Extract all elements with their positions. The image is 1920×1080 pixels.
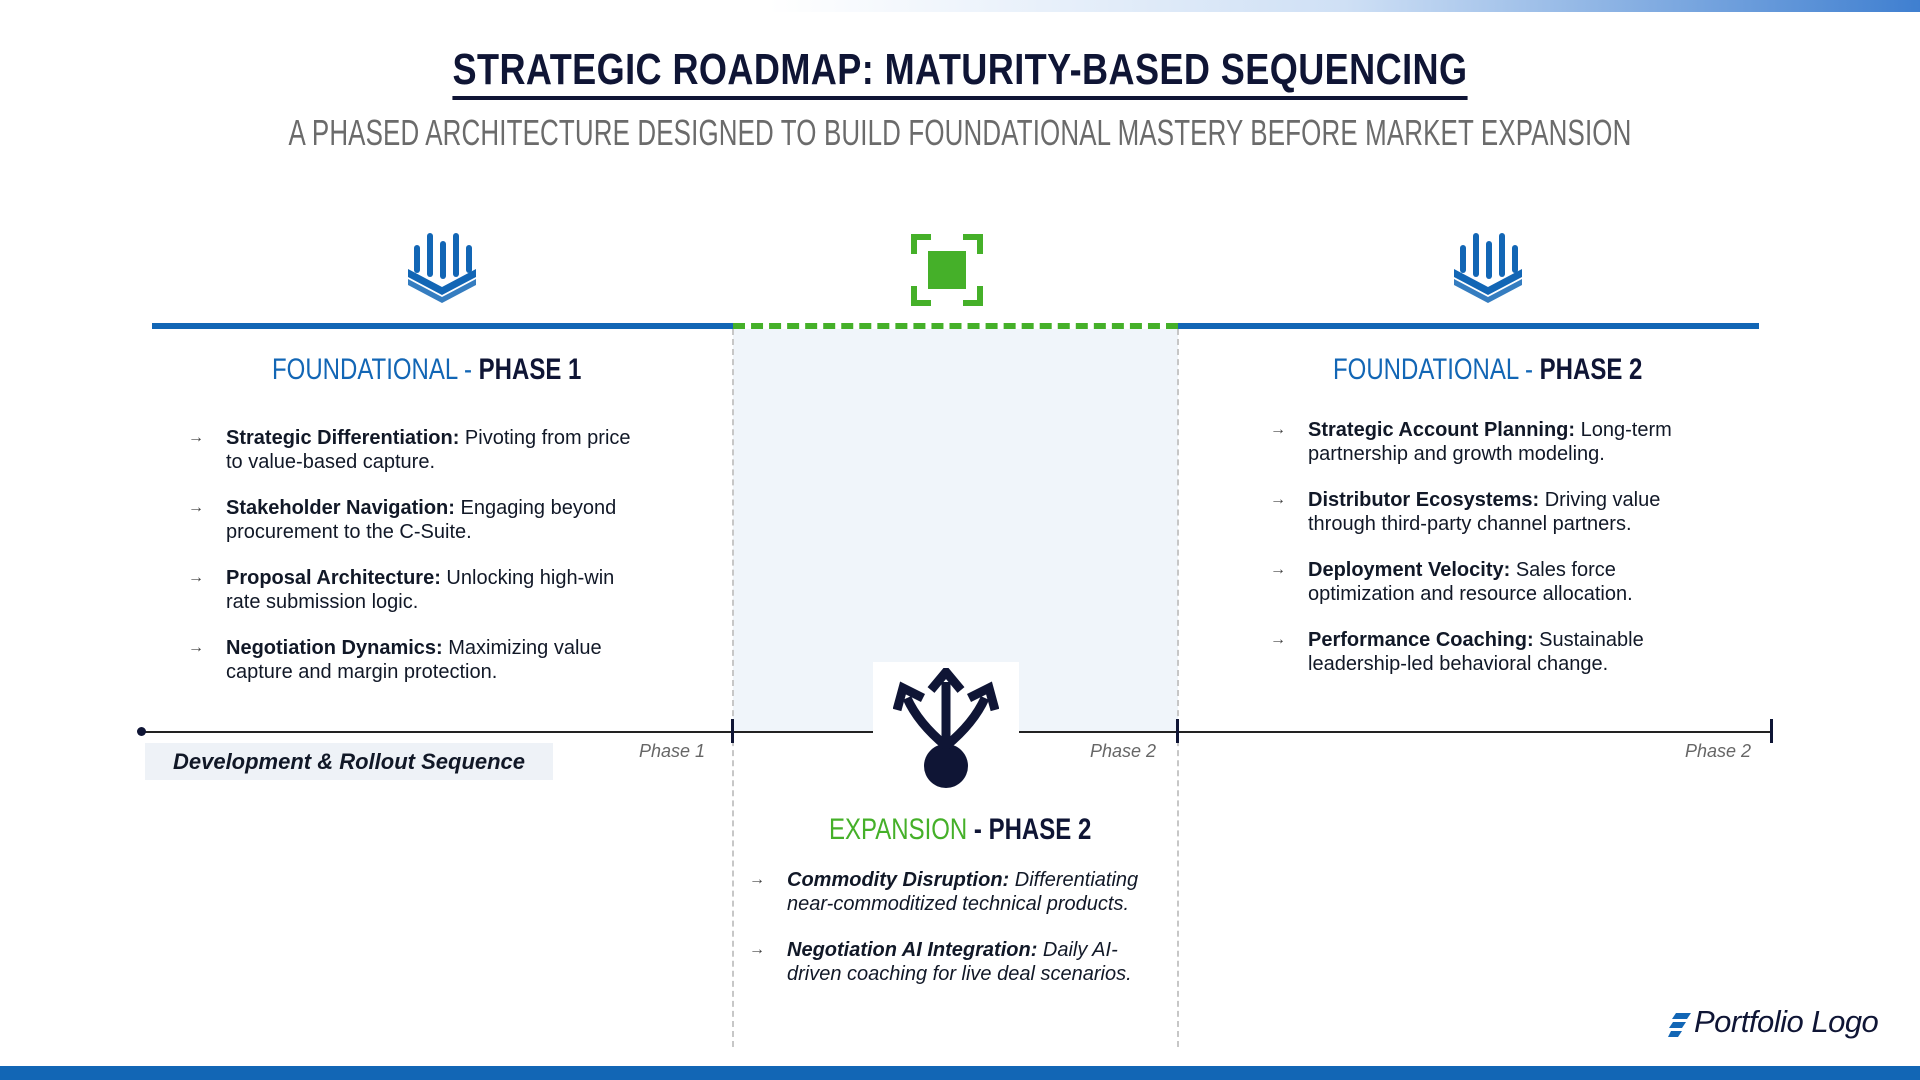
bottom-accent-bar <box>0 1066 1920 1080</box>
layered-stack-icon <box>1454 233 1522 303</box>
list-item: →Negotiation Dynamics: Maximizing value … <box>188 637 602 683</box>
list-item: →Negotiation AI Integration: Daily AI-dr… <box>749 939 1132 985</box>
timeline-tick <box>1176 719 1179 743</box>
list-item: →Performance Coaching: Sustainable leade… <box>1270 629 1644 675</box>
list-item: →Proposal Architecture: Unlocking high-w… <box>188 567 615 613</box>
phase1-list: →Strategic Differentiation: Pivoting fro… <box>188 426 638 706</box>
timeline-tick <box>1770 719 1773 743</box>
divider-right <box>1177 329 1179 1047</box>
list-item: →Strategic Account Planning: Long-term p… <box>1270 419 1672 465</box>
arrow-right-icon: → <box>1270 421 1286 438</box>
timeline-label-phase2: Phase 2 <box>1090 741 1157 761</box>
arrow-right-icon: → <box>188 499 204 516</box>
arrow-right-icon: → <box>749 871 765 888</box>
list-item: →Strategic Differentiation: Pivoting fro… <box>188 427 631 473</box>
list-item: →Stakeholder Navigation: Engaging beyond… <box>188 497 617 543</box>
expansion-heading: EXPANSION - PHASE 2 <box>829 813 1092 846</box>
list-item: →Deployment Velocity: Sales force optimi… <box>1270 559 1633 605</box>
focus-square-icon <box>911 234 983 306</box>
timeline-label-phase2-end: Phase 2 <box>1685 741 1752 761</box>
split-arrows-icon <box>893 668 999 788</box>
page-subtitle: A PHASED ARCHITECTURE DESIGNED TO BUILD … <box>288 112 1632 153</box>
arrow-right-icon: → <box>1270 491 1286 508</box>
timeline-start-dot <box>137 727 146 736</box>
phase2-heading: FOUNDATIONAL - PHASE 2 <box>1333 353 1643 386</box>
foundational-phase1-band <box>152 323 733 329</box>
timeline-tick <box>731 719 734 743</box>
expansion-dashed-band <box>733 323 1178 329</box>
layered-stack-icon <box>408 233 476 303</box>
arrow-right-icon: → <box>1270 631 1286 648</box>
page-title: STRATEGIC ROADMAP: MATURITY-BASED SEQUEN… <box>173 45 1747 100</box>
logo-slash-icon <box>1668 1012 1691 1037</box>
arrow-right-icon: → <box>749 941 765 958</box>
foundational-phase2-band <box>1178 323 1759 329</box>
arrow-right-icon: → <box>1270 561 1286 578</box>
arrow-right-icon: → <box>188 429 204 446</box>
portfolio-logo: Portfolio Logo <box>1668 1004 1879 1040</box>
expansion-list: →Commodity Disruption: Differentiating n… <box>749 868 1169 1008</box>
list-item: →Commodity Disruption: Differentiating n… <box>749 869 1139 915</box>
arrow-right-icon: → <box>188 569 204 586</box>
timeline-label-phase1: Phase 1 <box>639 741 706 761</box>
arrow-right-icon: → <box>188 639 204 656</box>
sequence-label: Development & Rollout Sequence <box>145 743 553 780</box>
phase1-heading: FOUNDATIONAL - PHASE 1 <box>272 353 582 386</box>
top-gradient-bar <box>0 0 1920 12</box>
list-item: →Distributor Ecosystems: Driving value t… <box>1270 489 1661 535</box>
phase2-list: →Strategic Account Planning: Long-term p… <box>1270 418 1710 698</box>
divider-left <box>732 329 734 1047</box>
